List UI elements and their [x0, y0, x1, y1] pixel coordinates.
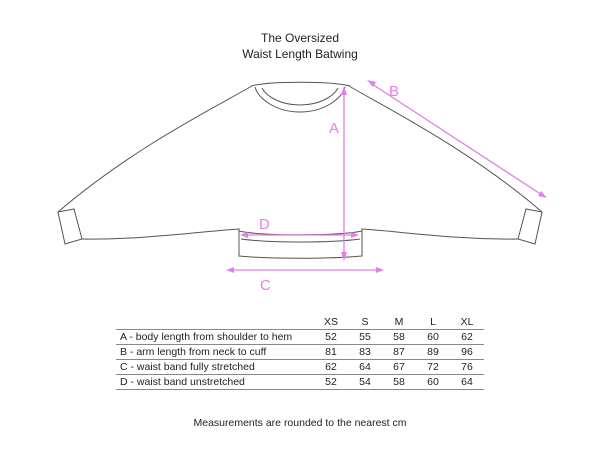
measure-c: C: [226, 267, 384, 294]
row-label: C - waist band fully stretched: [116, 359, 314, 375]
size-header-l: L: [430, 316, 436, 328]
measure-d: D: [240, 216, 359, 238]
size-header-xs: XS: [323, 316, 338, 328]
cell-value: 81: [314, 344, 348, 360]
row-label: D - waist band unstretched: [116, 374, 314, 390]
measure-c-arrow-left: [226, 267, 234, 273]
size-header-xl: XL: [460, 316, 474, 328]
cell-value: 67: [382, 359, 416, 375]
neckline-band-top: [254, 86, 346, 113]
cell-value: 58: [382, 329, 416, 345]
cell-value: 87: [382, 344, 416, 360]
neckline-outer: [250, 81, 351, 87]
size-header-m: M: [394, 316, 404, 328]
cell-value: 52: [314, 329, 348, 345]
right-underarm: [361, 228, 519, 240]
hem-band-seam: [240, 238, 361, 243]
row-label: A - body length from shoulder to hem: [116, 329, 314, 345]
size-header-s: S: [361, 316, 369, 328]
measure-b-arrow-bottom: [538, 191, 547, 198]
cell-value: 96: [450, 344, 484, 360]
cell-value: 58: [382, 374, 416, 390]
measure-a: A: [329, 86, 347, 261]
footnote: Measurements are rounded to the nearest …: [193, 417, 407, 429]
cell-value: 72: [416, 359, 450, 375]
size-table: XS S M L XL A - body length from shoulde…: [116, 315, 484, 390]
header-spacer: [116, 315, 314, 330]
table-row: B - arm length from neck to cuff 81 83 8…: [116, 344, 484, 360]
right-cuff: [517, 208, 543, 245]
cell-value: 60: [416, 329, 450, 345]
table-row: A - body length from shoulder to hem 52 …: [116, 329, 484, 345]
neckline-band-inner: [261, 87, 339, 106]
size-table-header: XS S M L XL: [116, 315, 484, 330]
cell-value: 62: [314, 359, 348, 375]
row-label: B - arm length from neck to cuff: [116, 344, 314, 360]
table-row: C - waist band fully stretched 62 64 67 …: [116, 359, 484, 375]
label-d: D: [259, 216, 270, 233]
cell-value: 55: [348, 329, 382, 345]
cell-value: 64: [450, 374, 484, 390]
measure-a-arrow-bottom: [341, 252, 347, 261]
measure-a-arrow-top: [341, 86, 347, 95]
measure-b-arrow-top: [367, 80, 376, 87]
cell-value: 54: [348, 374, 382, 390]
measure-b: B: [367, 80, 547, 198]
label-b: B: [389, 83, 399, 100]
cell-value: 62: [450, 329, 484, 345]
table-row: D - waist band unstretched 52 54 58 60 6…: [116, 374, 484, 390]
title-line-2: Waist Length Batwing: [242, 47, 358, 61]
hem-band-bottom: [238, 231, 363, 259]
cell-value: 64: [348, 359, 382, 375]
measure-d-arrow-right: [351, 232, 359, 238]
cell-value: 76: [450, 359, 484, 375]
measure-c-arrow-right: [376, 267, 384, 273]
cell-value: 83: [348, 344, 382, 360]
cell-value: 89: [416, 344, 450, 360]
left-underarm: [81, 228, 240, 240]
measure-b-line: [371, 83, 543, 196]
measure-d-arrow-left: [240, 232, 248, 238]
title-line-1: The Oversized: [260, 31, 340, 45]
label-a: A: [329, 120, 339, 137]
garment-outline: [57, 81, 543, 259]
right-sleeve-top: [348, 85, 543, 213]
left-sleeve-top: [57, 85, 253, 213]
label-c: C: [260, 277, 271, 294]
cell-value: 52: [314, 374, 348, 390]
left-cuff: [57, 208, 83, 245]
cell-value: 60: [416, 374, 450, 390]
